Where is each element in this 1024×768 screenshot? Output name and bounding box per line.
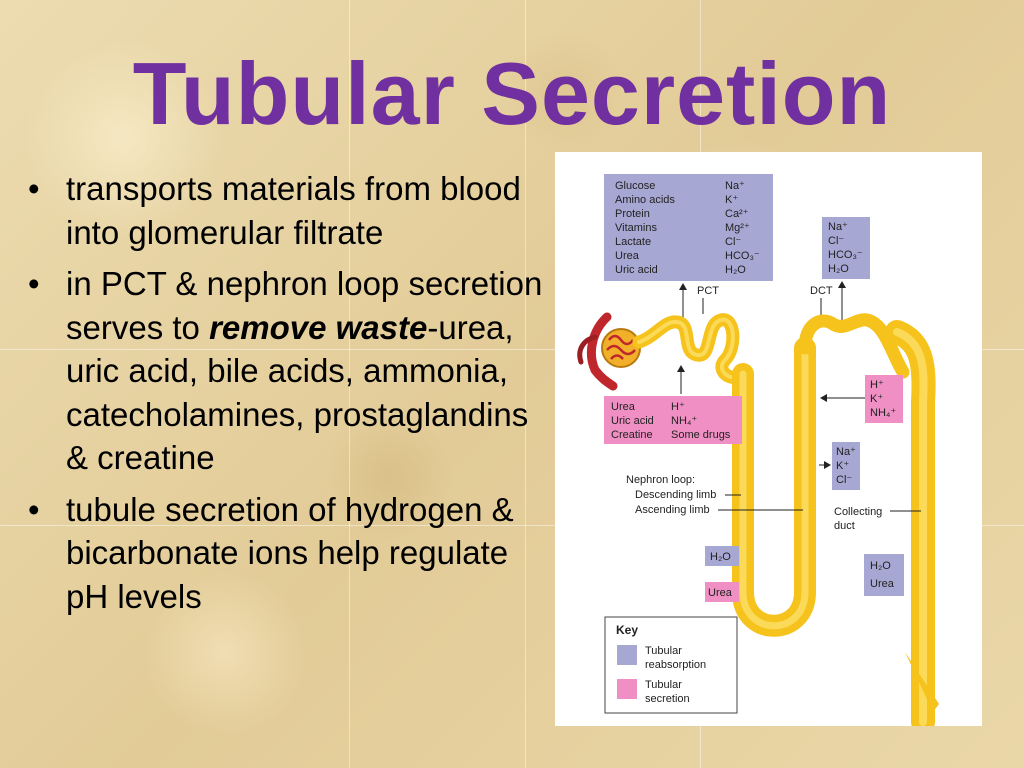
nephron-diagram: Glucose Amino acids Protein Vitamins Lac… — [555, 152, 982, 726]
bullet-emphasis: remove waste — [209, 308, 428, 346]
nephron-diagram-svg: Glucose Amino acids Protein Vitamins Lac… — [577, 174, 939, 726]
pct-reabs-item: Glucose — [615, 180, 655, 192]
pct-reabs-item: Amino acids — [615, 194, 675, 206]
dct-reabsorption-box — [822, 217, 870, 279]
duct-reabs-item: Urea — [870, 578, 895, 590]
collecting-duct-label: duct — [834, 520, 855, 532]
key-reabsorption-label: reabsorption — [645, 659, 706, 671]
ascending-limb-label: Ascending limb — [635, 504, 710, 516]
duct-reabs-item: H₂O — [870, 560, 891, 572]
nephron-loop — [732, 337, 816, 637]
bullet-list: transports materials from blood into glo… — [24, 167, 549, 626]
pct-reabs-item: Uric acid — [615, 264, 658, 276]
pct-reabs-item: Protein — [615, 208, 650, 220]
dct-label: DCT — [810, 285, 833, 297]
efferent-vessel — [577, 334, 598, 365]
pct-secretion-box — [604, 396, 742, 444]
desc-h2o-label: H₂O — [710, 551, 731, 563]
duct-reabsorption-box — [864, 554, 904, 596]
pct-reabs-ion: Mg²⁺ — [725, 222, 750, 234]
pct-reabs-item: Vitamins — [615, 222, 657, 234]
dct-reabs-ion: Na⁺ — [828, 221, 848, 233]
dct-secr-ion: NH₄⁺ — [870, 407, 896, 419]
pct-reabs-ion: Ca²⁺ — [725, 208, 749, 220]
afferent-vessel — [587, 312, 618, 391]
bullet-text: -urea, uric acid, bile acids, ammonia, c… — [66, 308, 529, 477]
key-secretion-swatch — [617, 679, 637, 699]
key-reabsorption-swatch — [617, 645, 637, 665]
collecting-duct-label: Collecting — [834, 506, 882, 518]
bullet-item: tubule secretion of hydrogen & bicarbona… — [24, 488, 549, 619]
key-reabsorption-label: Tubular — [645, 645, 682, 657]
descending-limb-label: Descending limb — [635, 489, 716, 501]
pct-reabs-item: Urea — [615, 250, 640, 262]
bullet-text: transports materials from blood into glo… — [66, 170, 521, 251]
pct-reabs-ion: Cl⁻ — [725, 236, 741, 248]
asc-reabs-ion: K⁺ — [836, 460, 849, 472]
bullet-item: transports materials from blood into glo… — [24, 167, 549, 254]
pct-secr-item: Creatine — [611, 429, 653, 441]
desc-urea-label: Urea — [708, 587, 733, 599]
dct-reabs-ion: HCO₃⁻ — [828, 249, 863, 261]
bullet-text: in PCT & nephron loop secretion serves t… — [66, 265, 543, 346]
key-title: Key — [616, 623, 638, 637]
pct-secr-item: Urea — [611, 401, 636, 413]
asc-reabs-ion: Cl⁻ — [836, 474, 852, 486]
pct-reabs-ion: HCO₃⁻ — [725, 250, 760, 262]
bullet-item: in PCT & nephron loop secretion serves t… — [24, 262, 549, 480]
pct-secr-ion: H⁺ — [671, 401, 685, 413]
bullet-text: tubule secretion of hydrogen & bicarbona… — [66, 490, 514, 615]
pct-reabsorption-box — [604, 174, 773, 281]
pct-reabs-ion: H₂O — [725, 264, 746, 276]
pct-secr-ion: NH₄⁺ — [671, 415, 697, 427]
asc-reabs-ion: Na⁺ — [836, 446, 856, 458]
slide-title: Tubular Secretion — [132, 44, 892, 143]
desc-urea-box — [705, 582, 739, 602]
pct-reabs-ion: Na⁺ — [725, 180, 745, 192]
pct-reabs-item: Lactate — [615, 236, 651, 248]
nephron-loop-label: Nephron loop: — [626, 474, 695, 486]
key-secretion-label: secretion — [645, 693, 690, 705]
pct-reabsorption-list: Glucose Amino acids Protein Vitamins Lac… — [615, 180, 760, 276]
dct-reabs-ion: H₂O — [828, 263, 849, 275]
ascending-reabsorption-box — [832, 442, 860, 490]
glomerulus — [601, 328, 641, 368]
key-secretion-label: Tubular — [645, 679, 682, 691]
dct-secretion-box — [865, 375, 903, 423]
dct-secr-ion: H⁺ — [870, 379, 884, 391]
pct-secr-item: Uric acid — [611, 415, 654, 427]
pct-secr-ion: Some drugs — [671, 429, 731, 441]
dct-reabs-ion: Cl⁻ — [828, 235, 844, 247]
desc-h2o-box — [705, 546, 739, 566]
dct-secr-ion: K⁺ — [870, 393, 883, 405]
pct-reabs-ion: K⁺ — [725, 194, 738, 206]
pct-label: PCT — [697, 285, 719, 297]
distal-convoluted-tubule — [798, 313, 910, 379]
